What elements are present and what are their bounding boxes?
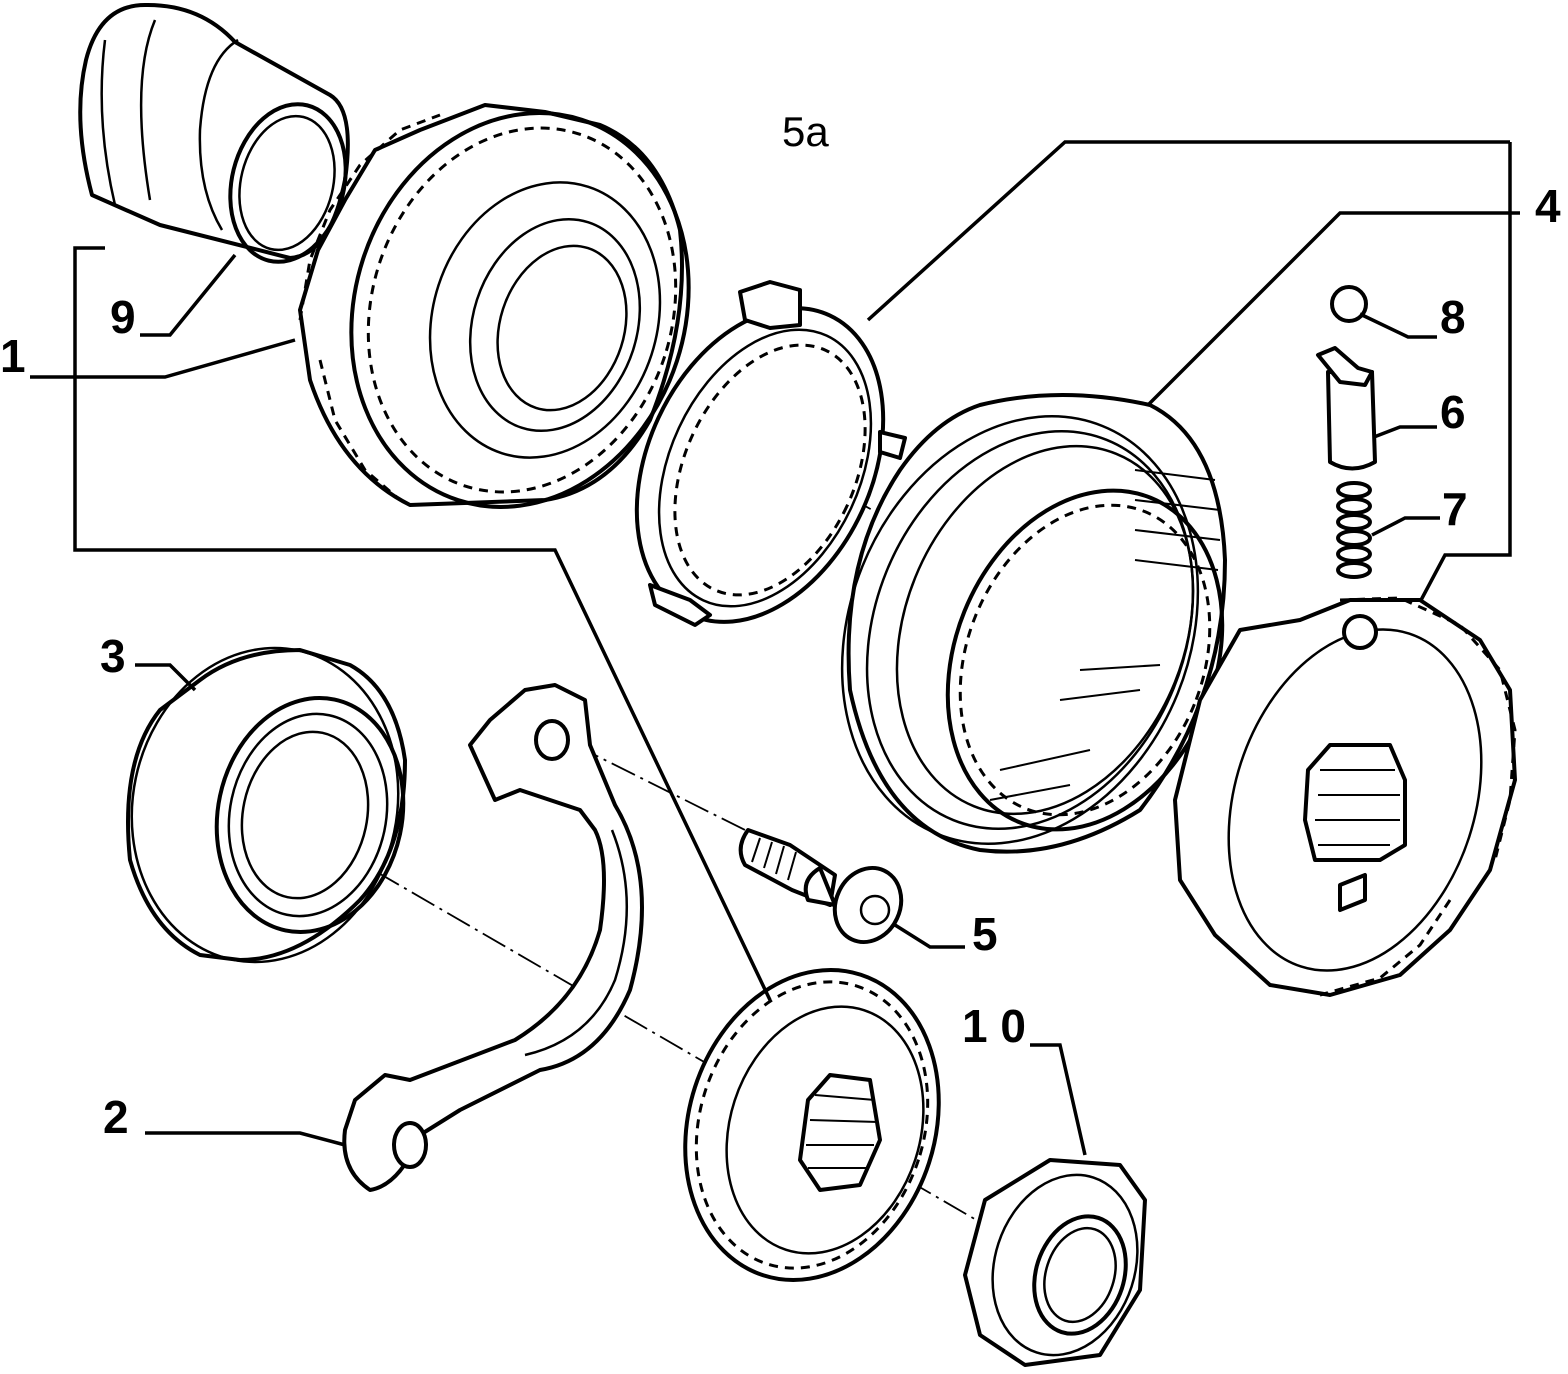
- hex-nut: [963, 1158, 1147, 1367]
- callout-7: 7: [1442, 483, 1468, 535]
- detent-ball: [1330, 285, 1368, 323]
- callout-5: 5: [972, 908, 998, 960]
- callout-4: 4: [1535, 180, 1561, 232]
- sliding-sleeve: [840, 393, 1227, 854]
- driven-gear-with-synchro-teeth: [298, 103, 691, 509]
- leader-lines: [30, 140, 1520, 1156]
- detent-spring: [1336, 481, 1372, 579]
- needle-roller-bushing: [78, 2, 350, 264]
- bearing: [126, 646, 407, 964]
- callout-3: 3: [100, 630, 126, 682]
- retaining-plate: [342, 683, 644, 1192]
- synchronizer-hub: [1173, 596, 1517, 997]
- synchronizer-ring: [634, 280, 907, 627]
- callout-8: 8: [1440, 291, 1466, 343]
- callout-10: 1 0: [962, 1000, 1026, 1052]
- driven-gear: [683, 968, 941, 1282]
- callout-9: 9: [110, 291, 136, 343]
- detent-pin: [1316, 346, 1377, 471]
- callout-1: 1: [0, 330, 26, 382]
- callout-6: 6: [1440, 386, 1466, 438]
- diagram-title: 5a: [782, 108, 829, 155]
- callout-2: 2: [103, 1091, 129, 1143]
- screw: [738, 828, 904, 944]
- callout-labels: 1 2 3 4 5 6 7 8 9 1 0: [0, 180, 1561, 1143]
